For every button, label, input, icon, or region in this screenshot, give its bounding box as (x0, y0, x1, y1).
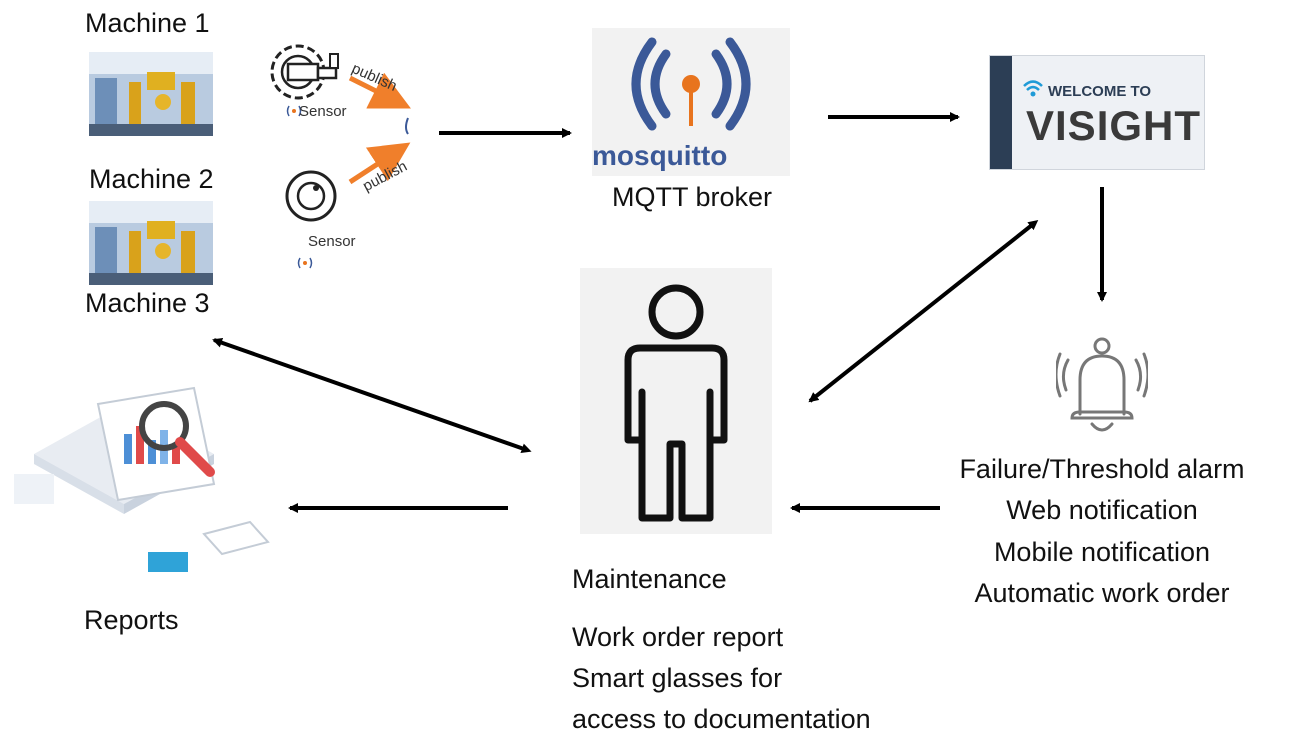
arrow-visight-maintenance (808, 220, 1039, 403)
machine-1-image (89, 52, 213, 136)
sensor-1-label: Sensor (299, 103, 347, 120)
wifi-icon (1022, 78, 1044, 98)
sensor-2-icon (283, 168, 339, 224)
visight-title: VISIGHT (1026, 102, 1202, 149)
alarm-line-3: Mobile notification (993, 537, 1211, 567)
reports-label: Reports (84, 605, 179, 635)
arrow-maintenance-machines (212, 337, 532, 454)
mosquitto-logo (592, 28, 790, 176)
machine-2-image (89, 201, 213, 285)
machine-3-label: Machine 3 (85, 288, 210, 318)
alarm-line-2: Web notification (1006, 495, 1198, 525)
publish-arrows (348, 72, 411, 185)
visight-welcome: WELCOME TO (1048, 83, 1152, 100)
sensor-1-signal-icon (286, 104, 302, 118)
sensor-2-signal-icon (297, 256, 313, 270)
sensor-1-icon (268, 42, 348, 112)
maintenance-line-1: Work order report (572, 622, 784, 652)
machine-2-label: Machine 2 (89, 164, 214, 194)
maintenance-line-3: access to documentation (572, 704, 871, 734)
maintenance-line-2: Smart glasses for (572, 663, 783, 693)
mosquitto-logo-text: mosquitto (592, 140, 728, 171)
maintenance-person-icon (580, 268, 772, 534)
publish-arrow-1 (348, 72, 411, 109)
alarm-line-1: Failure/Threshold alarm (959, 454, 1245, 484)
machine-1-label: Machine 1 (85, 8, 210, 38)
visight-screen: WELCOME TO VISIGHT (989, 55, 1205, 170)
visight-sidebar (990, 56, 1012, 169)
reports-laptop-icon (14, 384, 276, 580)
broker-label: MQTT broker (612, 182, 773, 212)
sensor-2-label: Sensor (308, 233, 356, 250)
publish-arrow-2 (348, 142, 411, 185)
alarm-line-4: Automatic work order (974, 578, 1230, 608)
maintenance-title: Maintenance (572, 564, 727, 594)
